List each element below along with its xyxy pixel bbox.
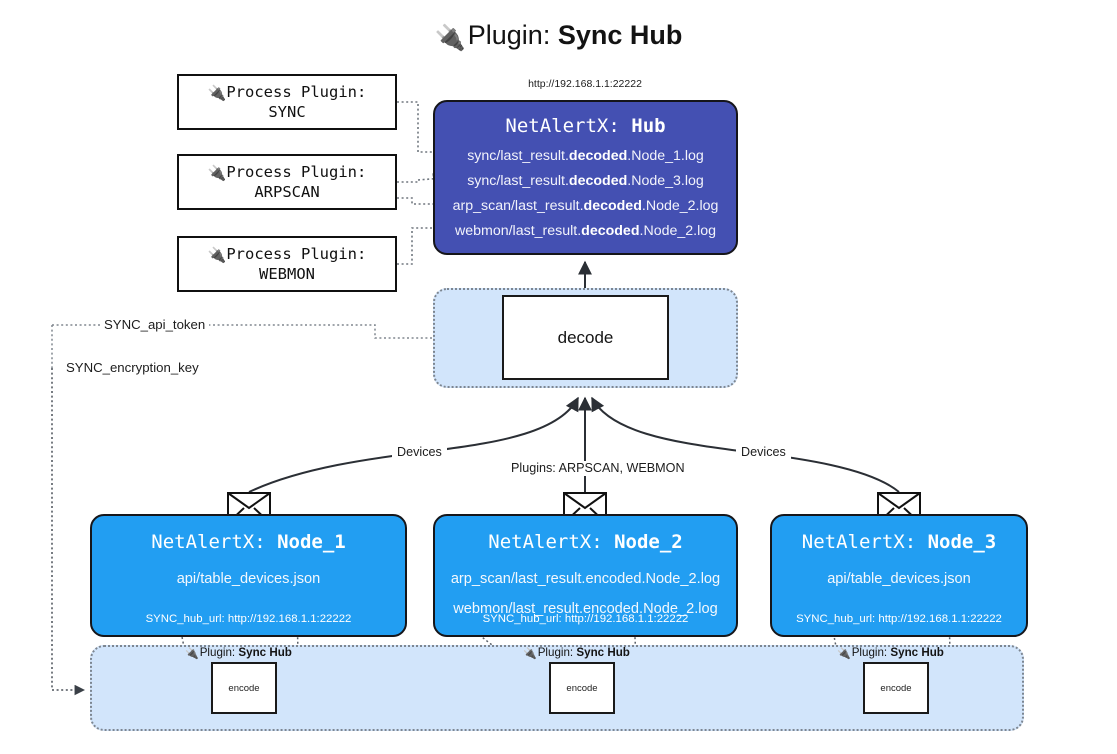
node-3-title-name: Node_3 — [927, 531, 997, 553]
plug-icon: 🔌 — [837, 648, 851, 660]
node-2-file: webmon/last_result.encoded.Node_2.log — [453, 601, 718, 617]
process-plugin-arpscan[interactable]: 🔌Process Plugin: ARPSCAN — [177, 154, 397, 210]
process-plugin-webmon[interactable]: 🔌Process Plugin: WEBMON — [177, 236, 397, 292]
process-plugin-sync-header-text: Process Plugin: — [226, 83, 367, 101]
process-plugin-sync[interactable]: 🔌Process Plugin: SYNC — [177, 74, 397, 130]
hub-log-line: arp_scan/last_result.decoded.Node_2.log — [435, 194, 736, 219]
edge-label-plugins-center: Plugins: ARPSCAN, WEBMON — [506, 461, 690, 476]
node-1-title: NetAlertX: Node_1 — [92, 530, 405, 554]
process-plugin-webmon-header-text: Process Plugin: — [226, 245, 367, 263]
hub-log-post: .Node_3.log — [627, 173, 704, 189]
plug-icon: 🔌 — [207, 246, 227, 264]
hub-log-pre: arp_scan/last_result. — [452, 198, 584, 214]
node-3-title-prefix: NetAlertX: — [801, 531, 917, 553]
hub-log-pre: sync/last_result. — [467, 148, 569, 164]
hub-url-label: http://192.168.1.1:22222 — [528, 78, 642, 90]
hub-log-pre: webmon/last_result. — [454, 223, 582, 239]
node-3-title: NetAlertX: Node_3 — [772, 530, 1026, 554]
page-title-name: Sync Hub — [557, 20, 683, 50]
plug-icon: 🔌 — [434, 24, 466, 52]
process-plugin-arpscan-header-text: Process Plugin: — [226, 163, 367, 181]
hub-log-list: sync/last_result.decoded.Node_1.log sync… — [435, 144, 736, 244]
node-2-title-name: Node_2 — [614, 531, 683, 553]
hub-log-mid: decoded — [581, 223, 640, 239]
encode-box-3-label: encode — [880, 682, 912, 694]
encode-caption-2: 🔌Plugin: Sync Hub — [523, 646, 630, 661]
encode-box-2-label: encode — [566, 682, 598, 694]
process-plugin-webmon-header: 🔌Process Plugin: — [208, 245, 367, 265]
hub-log-line: sync/last_result.decoded.Node_3.log — [435, 169, 736, 194]
process-plugin-arpscan-name: ARPSCAN — [254, 183, 320, 201]
decode-label: decode — [557, 327, 614, 347]
node-3-hub-url: SYNC_hub_url: http://192.168.1.1:22222 — [796, 613, 1002, 625]
node-2-files: arp_scan/last_result.encoded.Node_2.log … — [435, 564, 736, 624]
encode-box-1[interactable]: encode — [211, 662, 277, 714]
plug-icon: 🔌 — [207, 84, 227, 102]
page-title: 🔌Plugin: Sync Hub — [0, 18, 1117, 55]
decode-box[interactable]: decode — [502, 295, 669, 380]
node-1-hub-url: SYNC_hub_url: http://192.168.1.1:22222 — [145, 613, 352, 625]
wire-encryption-key-to-encoders — [51, 368, 86, 696]
node-2-title: NetAlertX: Node_2 — [435, 530, 736, 554]
hub-log-mid: decoded — [568, 173, 628, 189]
netalertx-node-3[interactable]: NetAlertX: Node_3 api/table_devices.json… — [770, 514, 1028, 637]
encode-box-2[interactable]: encode — [549, 662, 615, 714]
process-plugin-sync-header: 🔌Process Plugin: — [208, 83, 367, 103]
hub-log-mid: decoded — [568, 148, 628, 164]
netalertx-node-2[interactable]: NetAlertX: Node_2 arp_scan/last_result.e… — [433, 514, 738, 637]
encode-caption-2-name: Sync Hub — [576, 646, 630, 659]
hub-title: NetAlertX: Hub — [435, 114, 736, 138]
hub-log-post: .Node_2.log — [641, 198, 719, 214]
hub-log-line: sync/last_result.decoded.Node_1.log — [435, 144, 736, 169]
plug-icon: 🔌 — [207, 164, 227, 182]
hub-title-name: Hub — [631, 115, 666, 137]
sync-encryption-key-label: SYNC_encryption_key — [62, 360, 203, 376]
process-plugin-webmon-name: WEBMON — [259, 265, 315, 283]
node-2-title-prefix: NetAlertX: — [488, 531, 603, 553]
edge-label-devices-left: Devices — [392, 445, 447, 460]
hub-log-line: webmon/last_result.decoded.Node_2.log — [435, 219, 736, 244]
encode-caption-2-prefix: Plugin: — [537, 646, 574, 659]
hub-log-mid: decoded — [583, 198, 642, 214]
process-plugin-arpscan-header: 🔌Process Plugin: — [208, 163, 367, 183]
node-1-title-name: Node_1 — [277, 531, 346, 553]
plug-icon: 🔌 — [185, 648, 199, 660]
node-1-file: api/table_devices.json — [176, 571, 321, 587]
encode-box-3[interactable]: encode — [863, 662, 929, 714]
netalertx-node-1[interactable]: NetAlertX: Node_1 api/table_devices.json… — [90, 514, 407, 637]
encode-caption-3: 🔌Plugin: Sync Hub — [837, 646, 944, 661]
encode-caption-1-prefix: Plugin: — [199, 646, 236, 659]
hub-log-post: .Node_2.log — [639, 223, 717, 239]
encode-caption-3-prefix: Plugin: — [851, 646, 888, 659]
encode-caption-1-name: Sync Hub — [238, 646, 292, 659]
node-3-files: api/table_devices.json — [772, 564, 1026, 594]
hub-title-prefix: NetAlertX: — [505, 115, 620, 137]
node-2-file: arp_scan/last_result.encoded.Node_2.log — [450, 571, 721, 587]
hub-log-post: .Node_1.log — [627, 148, 704, 164]
hub-log-pre: sync/last_result. — [467, 173, 569, 189]
hub-box[interactable]: NetAlertX: Hub sync/last_result.decoded.… — [433, 100, 738, 255]
node-1-files: api/table_devices.json — [92, 564, 405, 594]
page-title-prefix: Plugin: — [467, 20, 551, 50]
node-1-title-prefix: NetAlertX: — [151, 531, 266, 553]
node-3-file: api/table_devices.json — [827, 571, 971, 587]
process-plugin-sync-name: SYNC — [268, 103, 306, 121]
encode-caption-3-name: Sync Hub — [890, 646, 944, 659]
sync-api-token-label: SYNC_api_token — [100, 317, 210, 333]
encode-caption-1: 🔌Plugin: Sync Hub — [185, 646, 292, 661]
plug-icon: 🔌 — [523, 648, 537, 660]
edge-label-devices-right: Devices — [736, 445, 791, 460]
node-2-hub-url: SYNC_hub_url: http://192.168.1.1:22222 — [482, 613, 689, 625]
encode-box-1-label: encode — [228, 682, 260, 694]
